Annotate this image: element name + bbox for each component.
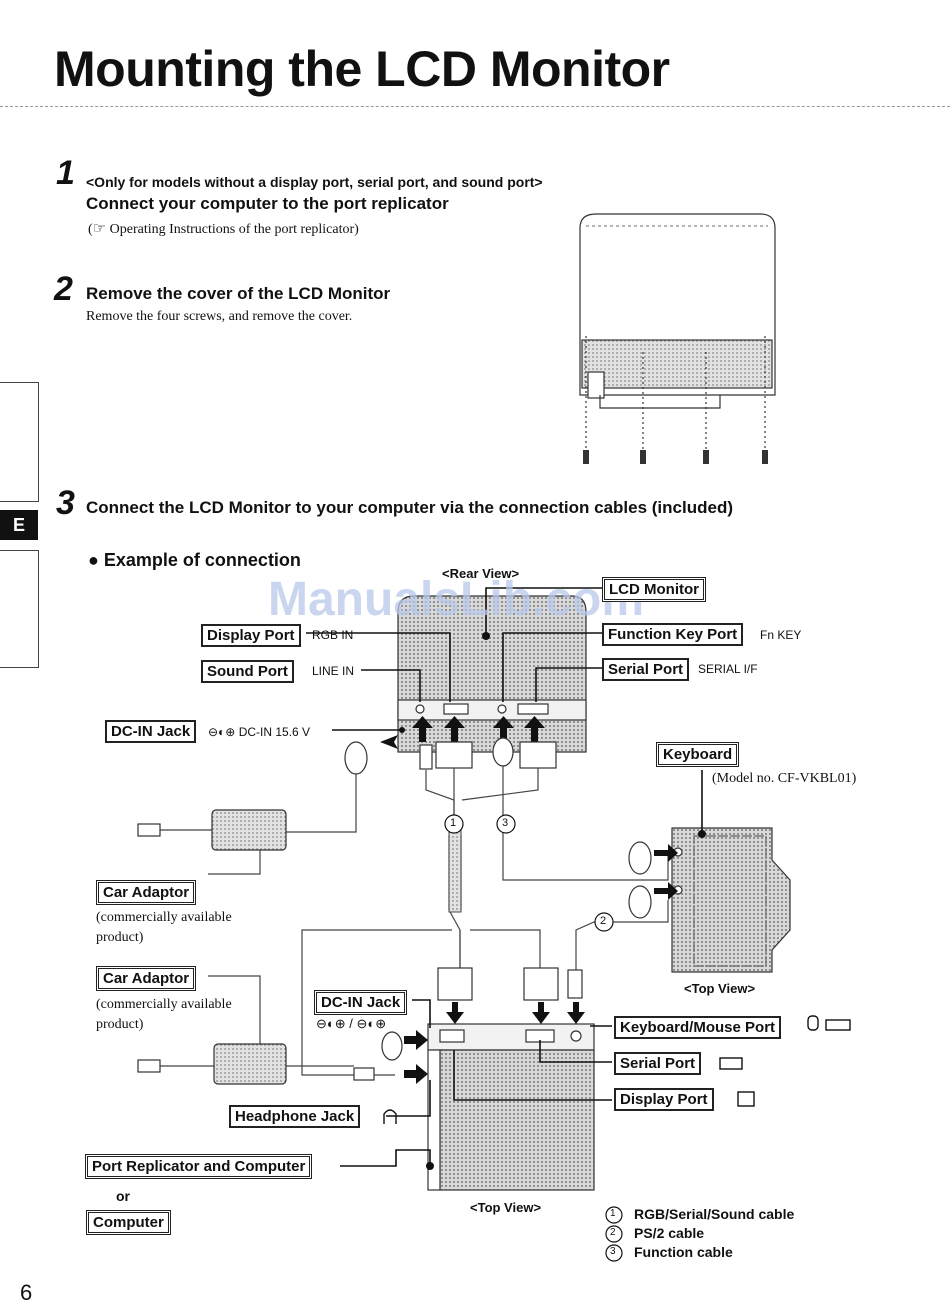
computer-top-view-label: <Top View> (470, 1200, 542, 1215)
callout-dots (399, 632, 706, 1170)
serial-port-label: Serial Port (602, 658, 690, 681)
headphone-jack-label: Headphone Jack (229, 1105, 361, 1128)
legend-cable-2: PS/2 cable (634, 1225, 705, 1241)
cable-plugs (344, 737, 652, 1061)
car-adaptor-devices (137, 809, 375, 1085)
screw-icons (583, 450, 768, 464)
keyboard-mouse-port-label: Keyboard/Mouse Port (614, 1016, 782, 1039)
cable-bundle (448, 829, 462, 913)
car-adaptor-note-1: (commercially available product) (96, 910, 232, 945)
port-replicator-label: Port Replicator and Computer (85, 1154, 313, 1179)
step3-heading: Connect the LCD Monitor to your computer… (86, 498, 733, 517)
serial-port-label-2: Serial Port (614, 1052, 702, 1075)
cable2-marker: 2 (600, 915, 607, 927)
legend-num-3: 3 (610, 1246, 616, 1257)
function-key-port-label: Function Key Port (602, 623, 744, 646)
headphone-icon (383, 1109, 397, 1124)
car-adaptor-label-1: Car Adaptor (96, 880, 197, 905)
display-port-label-2: Display Port (614, 1088, 714, 1111)
fn-key-label: Fn KEY (760, 628, 802, 642)
step1-ref-text: Operating Instructions of the port repli… (109, 222, 359, 237)
sound-port-label: Sound Port (201, 660, 294, 683)
keyboard-label: Keyboard (656, 742, 740, 767)
cable-number-circles (444, 814, 623, 1262)
step1-note: <Only for models without a display port,… (86, 174, 543, 190)
or-label: or (116, 1188, 130, 1204)
rgb-in-label: RGB IN (312, 628, 354, 642)
step2-heading: Remove the cover of the LCD Monitor (86, 284, 391, 303)
legend-num-2: 2 (610, 1227, 616, 1238)
serial-if-label: SERIAL I/F (698, 662, 758, 676)
rear-connector-arrows (380, 716, 545, 749)
lcd-monitor-rear-view (397, 595, 587, 753)
callout-lines (306, 587, 703, 1167)
car-adaptor-label-2: Car Adaptor (96, 966, 197, 991)
line-in-label: LINE IN (312, 664, 355, 678)
step1-reference: (☞ Operating Instructions of the port re… (88, 219, 359, 238)
step2-number: 2 (54, 270, 73, 308)
legend-num-1: 1 (610, 1208, 616, 1219)
keyboard-model-label: (Model no. CF-VKBL01) (712, 771, 857, 786)
side-tab-upper (0, 382, 39, 502)
bottom-arrows (404, 1002, 585, 1084)
step1-ref-open: ( (88, 222, 93, 237)
page-title: Mounting the LCD Monitor (54, 41, 670, 97)
computer-top-view (427, 1023, 595, 1191)
watermark: ManualsLib.com (268, 573, 645, 626)
step1-heading: Connect your computer to the port replic… (86, 194, 449, 213)
pointing-hand-icon: ☞ (92, 221, 107, 237)
legend-cable-1: RGB/Serial/Sound cable (634, 1206, 795, 1222)
display-port-label: Display Port (201, 624, 301, 647)
keyboard-arrows (654, 844, 678, 900)
legend-cable-3: Function cable (634, 1244, 733, 1260)
keyboard-device (671, 827, 791, 973)
page-number: 6 (20, 1280, 33, 1305)
example-heading: ● Example of connection (88, 550, 301, 571)
monitor-cover-illustration (579, 213, 776, 450)
title-divider (0, 106, 950, 107)
dc-in-jack-label: DC-IN Jack (105, 720, 197, 743)
step2-text: Remove the four screws, and remove the c… (86, 309, 353, 324)
dc-in-value-label: ⊖◐⊕ DC-IN 15.6 V (208, 725, 311, 739)
cable3-marker: 3 (502, 817, 509, 829)
port-icons (719, 1015, 851, 1107)
lcd-monitor-label: LCD Monitor (602, 577, 706, 602)
side-tab-e[interactable]: E (0, 510, 38, 540)
side-tab-lower (0, 550, 39, 668)
step1-number: 1 (56, 154, 75, 192)
dc-in-symbols-label: ⊖◐⊕ / ⊖◐⊕ (316, 1016, 387, 1031)
cable1-marker: 1 (450, 817, 457, 829)
bullet-icon: ● (88, 550, 99, 570)
step3-number: 3 (56, 484, 75, 522)
keyboard-top-view-label: <Top View> (684, 981, 756, 996)
car-adaptor-note-2: (commercially available product) (96, 997, 232, 1032)
computer-label: Computer (86, 1210, 171, 1235)
rear-view-label: <Rear View> (442, 566, 520, 581)
bottom-cable-plugs (437, 967, 583, 1001)
dc-in-jack-label-2: DC-IN Jack (314, 990, 408, 1015)
example-heading-text: Example of connection (103, 550, 301, 570)
